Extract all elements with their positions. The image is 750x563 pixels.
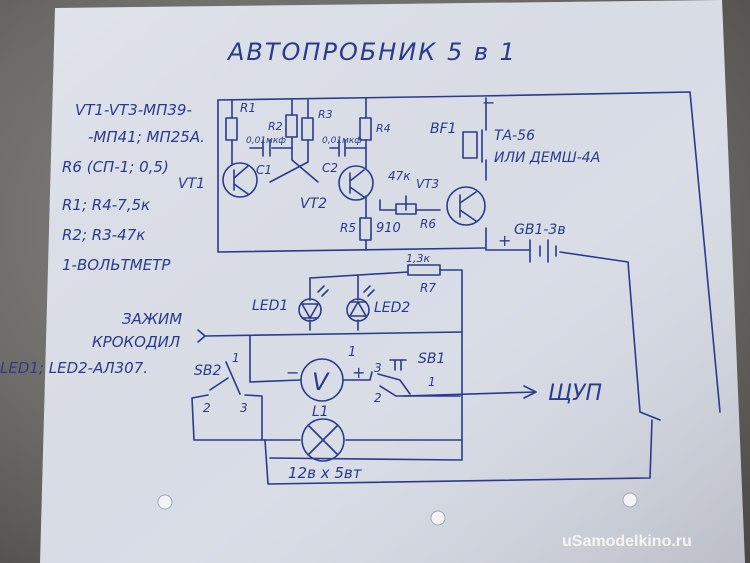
label-led2: LED2 [374,300,410,316]
label-vt3: VT3 [416,177,439,191]
clip-arrow [197,329,206,343]
label-c-value-1: 0,01мкф [246,136,286,146]
label-probe: ЩУП [548,381,602,406]
punch-hole [157,494,173,510]
label-r7: R7 [420,281,436,295]
transistor-vt1 [222,162,258,198]
resistor-r5 [359,217,372,241]
label-r4: R4 [376,122,391,135]
note-clip-2: КРОКОДИЛ [92,333,180,351]
battery-gb1 [529,239,557,263]
lamp-l1 [301,418,345,462]
label-r1: R1 [240,101,256,115]
transistor-vt3 [446,186,486,226]
note-r2-r3: R2; R3-47к [62,226,145,244]
label-plus-battery: + [498,231,511,250]
label-pin-3b: 3 [374,361,382,375]
label-led1: LED1 [252,298,288,314]
label-gb1: GB1-3в [514,222,566,238]
resistor-r6 [395,203,417,215]
label-c1: C1 [256,163,272,177]
buzzer-bf1 [462,131,478,159]
resistor-r3 [301,117,314,141]
label-c2: C2 [322,161,338,175]
resistor-r4 [359,117,372,141]
oscillator-wiring [217,91,721,421]
label-bf1-type-2: ИЛИ ДЕМШ-4А [494,150,600,166]
label-vt2: VT2 [300,196,327,212]
label-bf1: BF1 [430,121,457,137]
note-transistors-2: -МП41; МП25А. [88,128,205,146]
punch-hole [622,492,638,508]
paper-shade [40,0,745,563]
note-transistors-1: VT1-VT3-МП39- [75,101,192,119]
resistor-r1 [225,117,238,141]
voltmeter-symbol [300,358,344,402]
led-1 [298,285,329,322]
capacitor-c2 [338,139,346,157]
label-pin-2a: 2 [203,401,211,415]
label-v-plus: + [352,363,365,382]
label-sb2: SB2 [194,363,221,379]
label-c-value-2: 0,01мкф [322,136,362,146]
note-r1-r4: R1; R4-7,5к [62,196,150,214]
label-pin-v1: 1 [348,345,356,360]
label-r2: R2 [268,120,283,133]
tester-wiring [191,269,653,485]
label-r5-value: 910 [376,221,401,236]
capacitor-c1 [262,139,271,157]
label-r6-value: 47к [388,169,411,183]
label-pin-1b: 1 [428,375,436,389]
led-2 [346,285,375,322]
schematic-title: АВТОПРОБНИК 5 в 1 [226,38,517,66]
label-r7-value: 1,3к [406,252,430,265]
probe-arrow [523,385,537,399]
label-v-minus: − [286,363,299,382]
label-bf1-type-1: ТА-56 [494,128,535,144]
label-lamp: L1 [312,404,329,420]
resistor-r7 [407,264,441,276]
note-voltmeter: 1-ВОЛЬТМЕТР [62,256,171,274]
note-r6: R6 (СП-1; 0,5) [62,158,169,176]
resistor-r2 [285,114,298,138]
label-sb1: SB1 [418,351,445,367]
note-leds: LED1; LED2-АЛ307. [0,359,148,377]
label-pin-1a: 1 [232,351,240,365]
switch-sb2 [209,361,241,395]
label-lamp-spec: 12в х 5вт [288,464,363,482]
label-r5: R5 [340,221,356,235]
watermark: uSamodelkino.ru [562,533,692,550]
punch-hole [430,510,446,526]
label-pin-3a: 3 [240,401,248,415]
label-pin-2b: 2 [374,391,382,405]
switch-sb1 [377,373,411,395]
label-vt1: VT1 [178,176,205,192]
switch-sb1-button [389,359,407,371]
voltmeter-letter: V [312,368,330,396]
label-r6: R6 [420,217,436,231]
label-r3: R3 [318,108,333,121]
label-minus-top: − [482,93,495,112]
note-clip-1: ЗАЖИМ [122,310,182,328]
transistor-vt2 [338,165,374,201]
